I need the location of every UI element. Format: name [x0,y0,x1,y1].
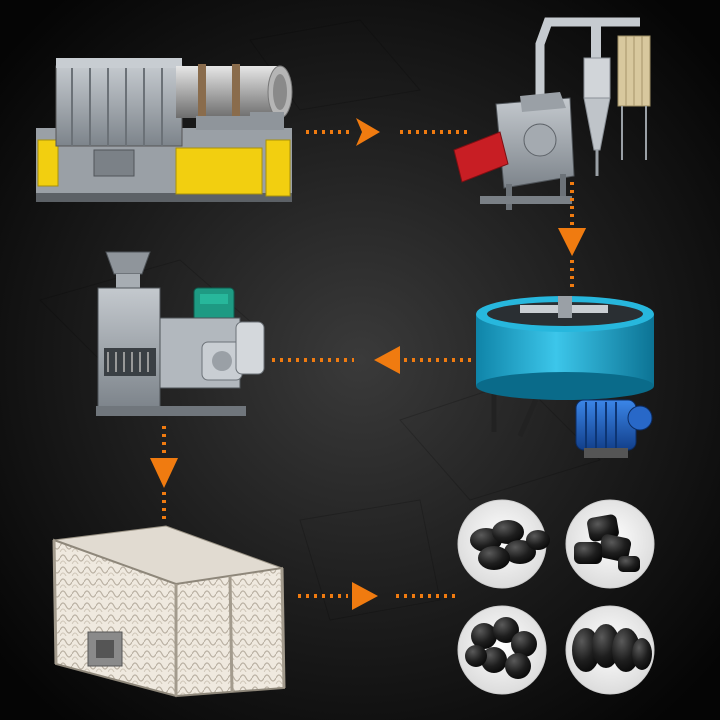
product-pillow-briquette [457,499,550,589]
arrow-mixer-to-press [272,346,472,374]
arrow-furnace-to-crusher [306,118,470,146]
briquette-press-icon [96,251,265,416]
carbonization-furnace-icon [36,58,293,202]
product-square-briquette [565,499,655,589]
mixer-icon [476,296,654,458]
dryer-icon [52,525,286,698]
arrow-dryer-to-products [298,582,456,610]
arrow-press-to-dryer [150,426,178,520]
products-group [457,499,655,695]
arrow-crusher-to-mixer [558,182,586,292]
product-round-briquette [457,605,547,695]
crusher-icon [453,17,651,210]
product-oval-briquette [565,605,655,695]
